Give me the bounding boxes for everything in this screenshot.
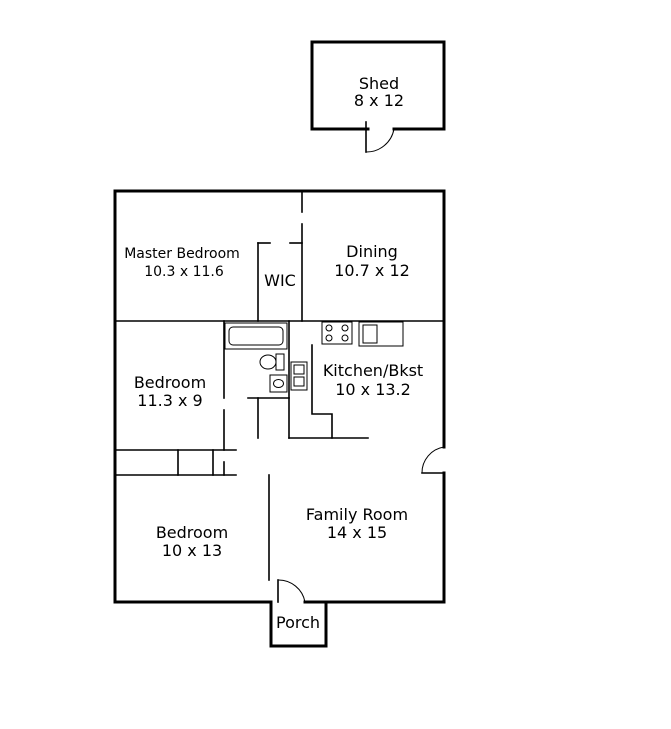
kitchen-fixtures bbox=[290, 321, 404, 391]
refrigerator bbox=[358, 321, 404, 347]
bedroom2-name: Bedroom bbox=[156, 523, 228, 542]
bathroom-sink bbox=[269, 374, 288, 393]
kitchen-size: 10 x 13.2 bbox=[335, 380, 411, 399]
dining-size: 10.7 x 12 bbox=[334, 261, 410, 280]
porch-structure bbox=[269, 579, 328, 648]
bathroom-fixtures bbox=[224, 322, 288, 393]
toilet bbox=[259, 354, 277, 370]
shed-size: 8 x 12 bbox=[354, 91, 404, 110]
bathtub-basin bbox=[228, 326, 284, 346]
kitchen-sink bbox=[290, 361, 308, 391]
master-name: Master Bedroom bbox=[124, 246, 240, 262]
room-labels: Shed 8 x 12 Master Bedroom 10.3 x 11.6 W… bbox=[124, 74, 423, 632]
kitchen-name: Kitchen/Bkst bbox=[323, 361, 423, 380]
side-door bbox=[421, 446, 445, 474]
interior-walls bbox=[114, 190, 445, 581]
shed-door-swing bbox=[365, 128, 395, 153]
front-door-swing bbox=[277, 579, 306, 603]
stove bbox=[321, 321, 353, 345]
wic-name: WIC bbox=[264, 271, 296, 290]
toilet-tank bbox=[275, 353, 285, 371]
dining-name: Dining bbox=[346, 242, 398, 261]
master-size: 10.3 x 11.6 bbox=[144, 264, 224, 280]
shed-structure bbox=[310, 40, 446, 153]
bedroom1-size: 11.3 x 9 bbox=[137, 391, 202, 410]
bedroom1-name: Bedroom bbox=[134, 373, 206, 392]
house-outer-walls bbox=[113, 189, 446, 604]
family-size: 14 x 15 bbox=[327, 523, 387, 542]
shed-name: Shed bbox=[359, 74, 399, 93]
bedroom2-size: 10 x 13 bbox=[162, 541, 222, 560]
porch-name: Porch bbox=[276, 613, 320, 632]
family-name: Family Room bbox=[306, 505, 408, 524]
